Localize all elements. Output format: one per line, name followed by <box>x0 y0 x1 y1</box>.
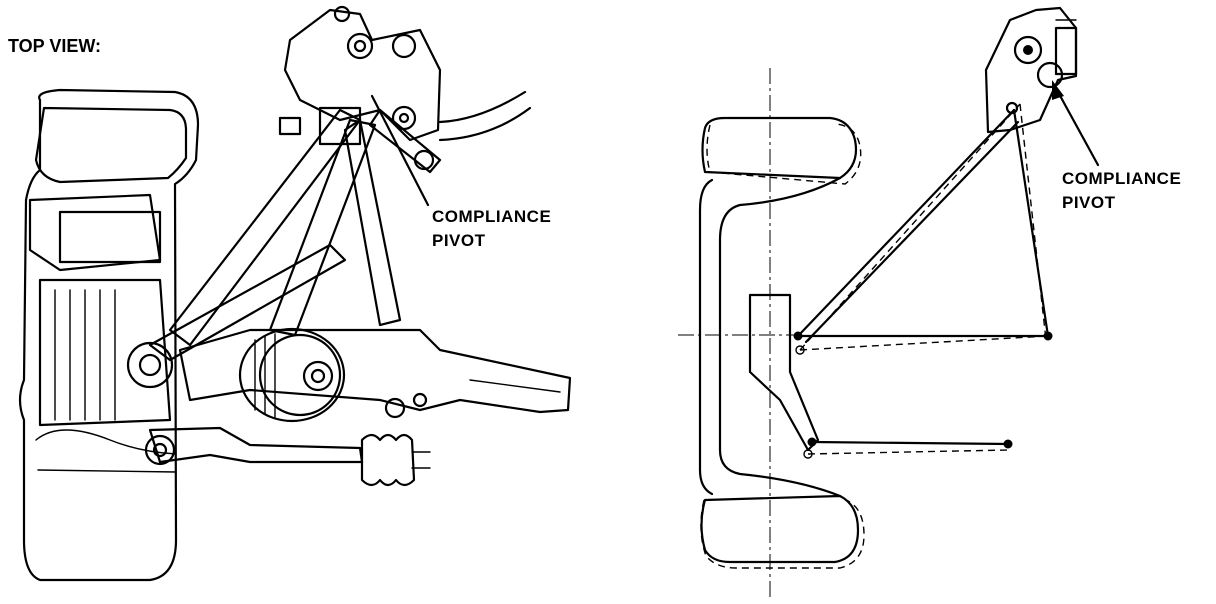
right-callout-arrow <box>1052 80 1100 167</box>
tire-schematic-deflected <box>700 123 865 569</box>
stabilizer-bar <box>438 90 532 142</box>
tire-schematic <box>698 116 860 564</box>
hub-assembly <box>28 193 176 466</box>
upper-links <box>148 108 442 362</box>
right-callout-line2: PIVOT <box>1062 193 1116 212</box>
left-suspension-drawing: COMPLIANCE PIVOT <box>18 5 572 582</box>
left-callout: COMPLIANCE PIVOT <box>432 207 551 250</box>
tire <box>18 88 200 582</box>
right-callout: COMPLIANCE PIVOT <box>1062 169 1181 212</box>
left-callout-line2: PIVOT <box>432 231 486 250</box>
links-dashed <box>795 103 1049 459</box>
lower-arm <box>148 426 431 487</box>
pivot-bracket-schematic <box>984 6 1078 134</box>
left-callout-line1: COMPLIANCE <box>432 207 551 226</box>
compliance-pivot-bracket <box>278 5 442 171</box>
knuckle-schematic <box>748 293 820 452</box>
right-schematic-drawing: COMPLIANCE PIVOT <box>678 6 1181 600</box>
title-label: TOP VIEW: <box>8 36 101 56</box>
right-callout-line1: COMPLIANCE <box>1062 169 1181 188</box>
left-callout-leader <box>370 94 430 207</box>
links-solid <box>793 108 1053 449</box>
differential-axle <box>178 327 572 423</box>
